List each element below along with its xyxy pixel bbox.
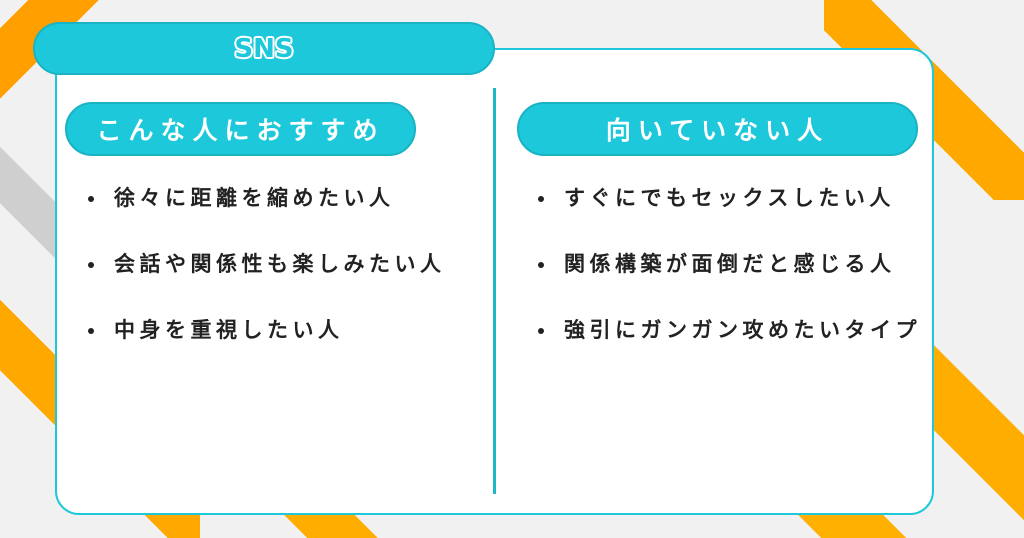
list-item: 徐々に距離を縮めたい人 [88,181,488,215]
list-item: 中身を重視したい人 [88,313,488,347]
not-suited-heading: 向いていない人 [517,102,918,156]
not-suited-list: すぐにでもセックスしたい人 関係構築が面倒だと感じる人 強引にガンガン攻めたいタ… [538,181,928,379]
recommended-heading-text: こんな人におすすめ [96,116,385,145]
list-item: 関係構築が面倒だと感じる人 [538,247,928,281]
column-divider [493,88,496,494]
not-suited-heading-text: 向いていない人 [605,116,830,145]
list-item: 強引にガンガン攻めたいタイプ [538,313,928,347]
list-item: 会話や関係性も楽しみたい人 [88,247,488,281]
banner-title: SNS [234,33,294,64]
recommended-heading: こんな人におすすめ [65,102,416,156]
title-banner: SNS [33,22,495,75]
list-item: すぐにでもセックスしたい人 [538,181,928,215]
recommended-list: 徐々に距離を縮めたい人 会話や関係性も楽しみたい人 中身を重視したい人 [88,181,488,379]
